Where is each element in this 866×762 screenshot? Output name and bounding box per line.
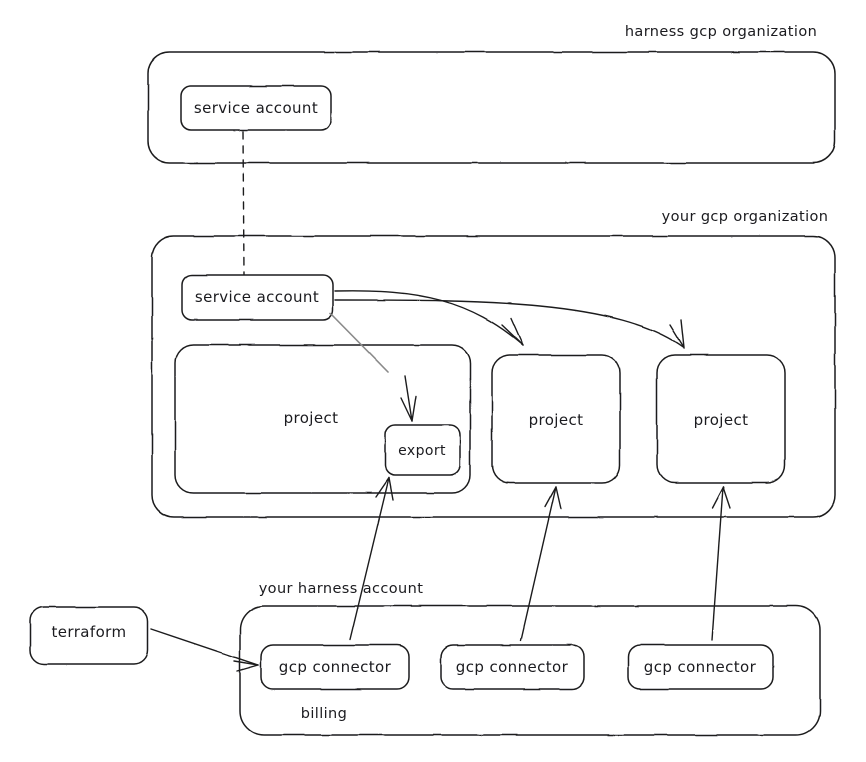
arrowhead-export-bottom: [375, 477, 394, 501]
edge-service-account-to-export-link: [329, 312, 389, 373]
node-gcp-connector-2[interactable]: [440, 644, 585, 690]
container-your-gcp-organization: [151, 235, 836, 518]
node-project-3[interactable]: [656, 354, 786, 484]
node-export[interactable]: [384, 424, 461, 476]
edge-service-account-to-project-3: [334, 299, 685, 349]
edge-gcp-connector-2-to-project-2: [520, 486, 557, 641]
arrowhead-project-2-bottom: [544, 486, 562, 510]
node-terraform[interactable]: [29, 606, 149, 665]
arrowhead-export-top: [400, 395, 417, 422]
node-project-2[interactable]: [491, 354, 621, 484]
node-gcp-connector-3[interactable]: [627, 644, 774, 690]
edge-gcp-connector-1-to-export: [349, 477, 390, 641]
arrowhead-gcp-connector-1: [233, 660, 259, 672]
edge-service-account-to-project-2: [334, 290, 524, 346]
edge-gcp-connector-3-to-project-3: [711, 486, 724, 641]
container-your-harness-account: [239, 605, 821, 736]
edge-into-export: [404, 375, 413, 422]
arrowhead-project-2: [501, 317, 524, 346]
node-project-1[interactable]: [174, 344, 471, 494]
container-harness-gcp-organization: [147, 51, 836, 164]
arrowhead-project-3: [669, 319, 685, 349]
node-service-account-harness[interactable]: [180, 85, 332, 131]
edge-terraform-to-gcp-connector-1: [150, 628, 259, 666]
node-gcp-connector-1[interactable]: [260, 644, 410, 690]
node-service-account-yours[interactable]: [181, 274, 334, 321]
edge-service-account-harness-to-service-account-yours: [242, 131, 245, 275]
arrowhead-project-3-bottom: [711, 486, 731, 509]
